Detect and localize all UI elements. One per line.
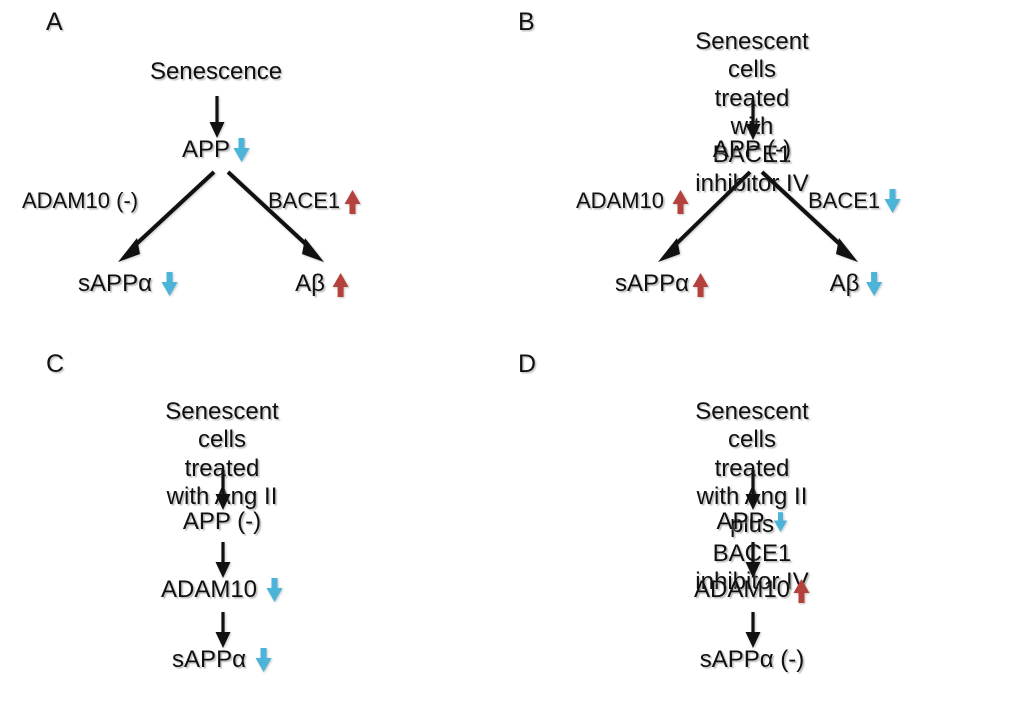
panel-a-node-abeta: Aβ — [295, 270, 349, 298]
panel-a-edge-label-adam10-text: ADAM10 (-) — [22, 188, 139, 213]
up-arrow-icon — [344, 189, 361, 214]
panel-a-node-abeta-label: Aβ — [295, 270, 325, 297]
connector-arrow-adam10-to-sappa — [215, 612, 231, 648]
panel-d-node-adam10-label: ADAM10 — [693, 576, 791, 603]
panel-d-node-sappa: sAPPα (-) — [700, 646, 805, 674]
up-arrow-icon — [692, 272, 709, 297]
down-arrow-icon — [255, 647, 272, 672]
panel-c-node-sappa-label: sAPPα — [172, 646, 246, 673]
panel-c-node-adam10-label: ADAM10 — [160, 576, 258, 603]
panel-a-node-sappa: sAPPα — [78, 270, 178, 298]
connector-arrow-adam10-to-sappa — [745, 612, 761, 648]
panel-c-node-app-label: APP (-) — [182, 508, 262, 535]
panel-a-edge-label-bace1-text: BACE1 — [268, 188, 341, 213]
panel-letter-b: B — [518, 8, 536, 36]
panel-a-edge-label-adam10: ADAM10 (-) — [22, 188, 138, 214]
panel-b-node-sappa: sAPPα — [615, 270, 709, 298]
panel-d-node-app: APP — [716, 508, 788, 536]
up-arrow-icon — [672, 189, 689, 214]
panel-b-node-app-label: APP (-) — [712, 136, 792, 163]
panel-b-edge-label-adam10-text: ADAM10 — [576, 188, 665, 213]
panel-d-title: Senescent cells treated with Ang II plus… — [695, 398, 808, 596]
panel-letter-a: A — [46, 8, 64, 36]
down-arrow-icon — [865, 271, 882, 296]
panel-b-node-abeta: Aβ — [830, 270, 883, 298]
panel-b-node-sappa-label: sAPPα — [615, 270, 689, 297]
panel-a-node-sappa-label: sAPPα — [78, 270, 152, 297]
panel-b-edge-label-bace1: BACE1 — [808, 188, 901, 214]
down-arrow-icon — [161, 271, 178, 296]
panel-a-node-app-label: APP — [181, 136, 231, 163]
up-arrow-icon — [793, 578, 810, 603]
panel-b-node-app: APP (-) — [713, 136, 791, 164]
panel-a-node-app: APP — [182, 136, 250, 164]
panel-a-title: Senescence — [150, 58, 282, 86]
panel-b-node-abeta-label: Aβ — [829, 270, 860, 297]
panel-b-edge-label-bace1-text: BACE1 — [808, 188, 881, 213]
down-arrow-icon — [773, 511, 788, 532]
panel-d-node-adam10: ADAM10 — [694, 576, 810, 604]
panel-c-node-sappa: sAPPα — [172, 646, 272, 674]
panel-letter-c: C — [46, 350, 65, 378]
down-arrow-icon — [233, 137, 250, 162]
panel-c-title-line-2: treated with Ang II — [166, 454, 278, 510]
down-arrow-icon — [266, 577, 283, 602]
connector-arrow-senescence-to-app — [209, 96, 225, 138]
panel-b-title: Senescent cells treated with BACE1 inhib… — [695, 28, 808, 198]
panel-b-title-line-1: Senescent cells treated with — [695, 28, 809, 140]
panel-b-edge-label-adam10: ADAM10 — [576, 188, 689, 214]
panel-letter-d: D — [518, 350, 537, 378]
panel-d-node-app-label: APP — [716, 508, 765, 535]
up-arrow-icon — [332, 272, 349, 297]
down-arrow-icon — [884, 188, 901, 213]
panel-c-title-line-1: Senescent cells — [165, 398, 279, 454]
panel-a-title-line-1: Senescence — [149, 58, 283, 85]
panel-d-node-sappa-label: sAPPα (-) — [699, 646, 805, 673]
panel-c-node-adam10: ADAM10 — [161, 576, 283, 604]
connector-arrow-app-to-sappa — [118, 170, 216, 262]
panel-c-node-app: APP (-) — [183, 508, 261, 536]
connector-arrow-app-to-abeta — [226, 170, 324, 262]
connector-arrow-app-to-adam10 — [215, 542, 231, 578]
panel-c-title: Senescent cells treated with Ang II — [165, 398, 278, 511]
panel-a-edge-label-bace1: BACE1 — [268, 188, 361, 214]
